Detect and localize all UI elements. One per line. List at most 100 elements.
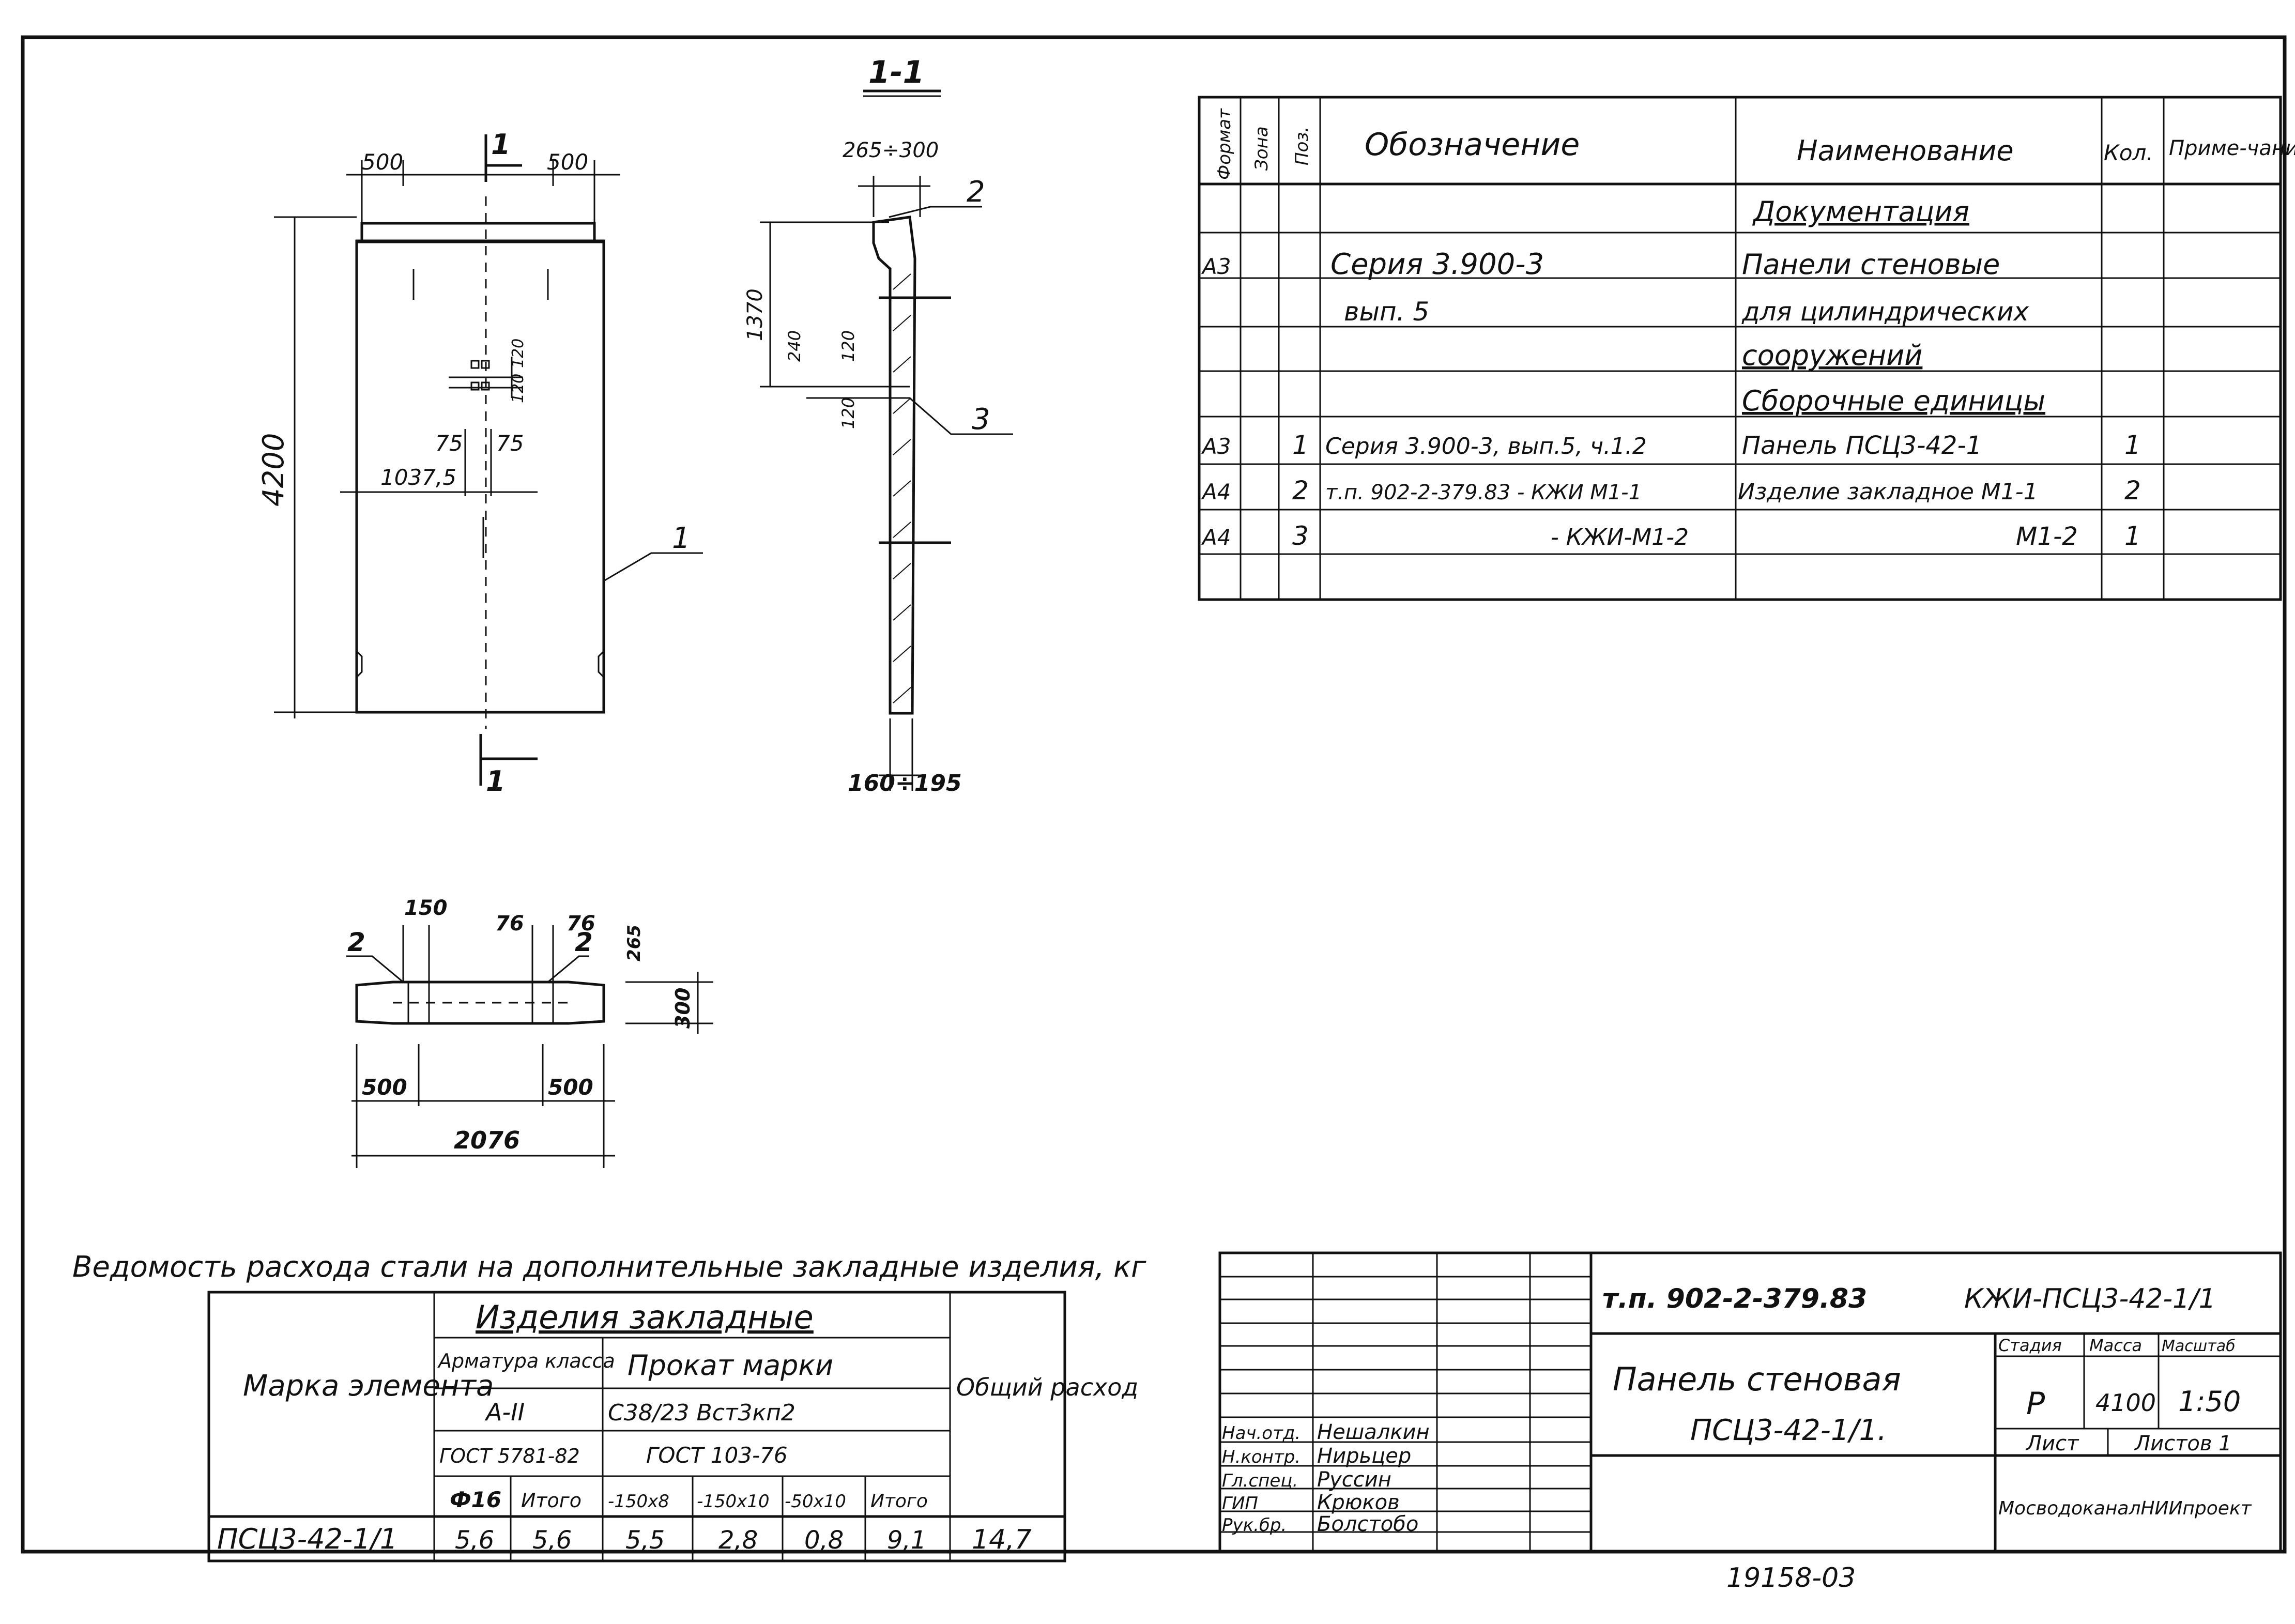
spec-row6-name: Изделие закладное М1-1 bbox=[1738, 479, 2038, 505]
steel-gost-arm: ГОСТ 5781-82 bbox=[439, 1445, 580, 1467]
hdr-mass: Масса bbox=[2089, 1336, 2142, 1355]
spec-row5-format: А3 bbox=[1201, 434, 1231, 459]
steel-sub-arm: Арматура класса bbox=[437, 1350, 615, 1372]
spec-row2-designation: вып. 5 bbox=[1344, 297, 1429, 327]
spec-row3-name: сооружений bbox=[1742, 339, 1922, 372]
dim-height: 4200 bbox=[257, 433, 290, 507]
plan-dim-300: 300 bbox=[671, 988, 694, 1029]
steel-row-v2: 5,5 bbox=[625, 1526, 665, 1555]
dim-75-left: 75 bbox=[435, 431, 463, 456]
spec-row6-qty: 2 bbox=[2124, 476, 2141, 505]
steel-table: Ведомость расхода стали на дополнительны… bbox=[72, 1250, 1146, 1562]
steel-row-total: 14,7 bbox=[972, 1524, 1032, 1555]
section-view: 1-1 265÷300 137 bbox=[743, 54, 1013, 796]
organization: МосводоканалНИИпроект bbox=[1998, 1498, 2252, 1519]
footer-number: 19158-03 bbox=[1726, 1562, 1856, 1594]
plan-dim-76b: 76 bbox=[567, 912, 595, 936]
plan-dim-76a: 76 bbox=[495, 912, 524, 936]
mass-value: 4100 bbox=[2095, 1389, 2156, 1417]
steel-gost-prokat: ГОСТ 103-76 bbox=[646, 1443, 788, 1468]
spec-row5-pos: 1 bbox=[1292, 430, 1309, 460]
spec-row2-name: для цилиндрических bbox=[1741, 297, 2029, 327]
spec-header-pos: Поз. bbox=[1292, 127, 1312, 165]
plan-dim-500a: 500 bbox=[362, 1075, 407, 1100]
spec-header-note: Приме-чание bbox=[2169, 136, 2295, 160]
sheet-frame bbox=[21, 35, 2287, 1554]
drawing-name-line2: ПСЦ3-42-1/1. bbox=[1690, 1414, 1887, 1447]
spec-row7-format: А4 bbox=[1201, 525, 1231, 550]
steel-sub-prokat: Прокат марки bbox=[628, 1349, 833, 1382]
spec-row0-name: Документация bbox=[1752, 195, 1969, 228]
steel-table-title: Ведомость расхода стали на дополнительны… bbox=[72, 1250, 1146, 1284]
spec-header-format: Формат bbox=[1214, 108, 1235, 180]
person-2-name: Руссин bbox=[1317, 1468, 1391, 1492]
steel-col-1: Итого bbox=[521, 1489, 582, 1512]
sheets-label: Листов 1 bbox=[2134, 1432, 2232, 1456]
section-dim-top: 265÷300 bbox=[843, 139, 939, 162]
section-arrow-label-top: 1 bbox=[491, 128, 511, 161]
section-dim-120: 120 bbox=[838, 330, 858, 362]
plan-leader-2b: 2 bbox=[575, 927, 593, 957]
steel-prokat-grade: С38/23 Вст3кп2 bbox=[608, 1400, 795, 1426]
steel-col-5: Итого bbox=[870, 1491, 928, 1512]
dim-75-right: 75 bbox=[496, 431, 524, 456]
spec-row7-designation: - КЖИ-М1-2 bbox=[1551, 524, 1689, 550]
spec-row1-name: Панели стеновые bbox=[1742, 248, 2000, 281]
steel-col-mark: Марка элемента bbox=[243, 1369, 494, 1403]
steel-group-header: Изделия закладные bbox=[476, 1298, 814, 1336]
steel-row-v5: 9,1 bbox=[887, 1526, 926, 1555]
steel-col-3: -150х10 bbox=[697, 1491, 770, 1512]
person-4-name: Болстобо bbox=[1317, 1512, 1418, 1536]
spec-row7-name: М1-2 bbox=[2016, 522, 2078, 551]
spec-header-zone: Зона bbox=[1251, 126, 1272, 171]
steel-row-v1: 5,6 bbox=[532, 1526, 572, 1555]
steel-row-v3: 2,8 bbox=[718, 1526, 758, 1555]
drawing-name-line1: Панель стеновая bbox=[1613, 1360, 1901, 1398]
steel-col-2: -150х8 bbox=[608, 1491, 669, 1512]
steel-row-v0: 5,6 bbox=[455, 1526, 494, 1555]
person-3-name: Крюков bbox=[1317, 1491, 1400, 1514]
person-0-name: Нешалкин bbox=[1317, 1420, 1430, 1444]
section-dim-bottom: 160÷195 bbox=[848, 770, 962, 796]
person-0-role: Нач.отд. bbox=[1222, 1423, 1300, 1444]
steel-arm-class: А-II bbox=[484, 1398, 525, 1426]
leader-1: 1 bbox=[672, 522, 691, 555]
front-view: 500 500 1 1 4200 1037,5 75 75 120 120 1 bbox=[257, 128, 703, 798]
section-mark: 1-1 bbox=[868, 54, 924, 90]
steel-col-0: Ф16 bbox=[450, 1487, 501, 1512]
section-leader-2: 2 bbox=[967, 175, 985, 209]
spec-table: Формат Зона Поз. Обозначение Наименовани… bbox=[1198, 96, 2295, 601]
spec-header-name: Наименование bbox=[1797, 134, 2014, 167]
spec-row5-qty: 1 bbox=[2124, 430, 2141, 460]
plan-view: 150 76 76 2 2 265 300 500 500 2076 bbox=[346, 896, 713, 1168]
person-2-role: Гл.спец. bbox=[1222, 1470, 1298, 1491]
spec-row5-designation: Серия 3.900-3, вып.5, ч.1.2 bbox=[1325, 433, 1647, 459]
steel-col-total: Общий расход bbox=[956, 1373, 1138, 1401]
steel-row-mark: ПСЦ3-42-1/1 bbox=[217, 1523, 397, 1555]
person-1-name: Нирьцер bbox=[1317, 1444, 1411, 1468]
person-1-role: Н.контр. bbox=[1222, 1447, 1300, 1467]
section-dim-240: 240 bbox=[785, 330, 804, 362]
steel-row-v4: 0,8 bbox=[804, 1526, 844, 1555]
hdr-scale: Масштаб bbox=[2162, 1337, 2236, 1355]
title-block: Нач.отд. Нешалкин Н.контр. Нирьцер Гл.сп… bbox=[1218, 1251, 2282, 1553]
plan-dim-265: 265 bbox=[624, 925, 645, 961]
dim-offset: 1037,5 bbox=[380, 465, 456, 490]
spec-row7-pos: 3 bbox=[1292, 521, 1309, 551]
stage-value: Р bbox=[2026, 1386, 2045, 1422]
spec-row4-name: Сборочные единицы bbox=[1742, 385, 2045, 417]
spec-header-qty: Кол. bbox=[2104, 140, 2153, 165]
dim-120-b: 120 bbox=[509, 374, 527, 403]
person-3-role: ГИП bbox=[1222, 1493, 1258, 1514]
hdr-stage: Стадия bbox=[1998, 1336, 2062, 1355]
scale-value: 1:50 bbox=[2178, 1385, 2241, 1418]
steel-col-4: -50х10 bbox=[785, 1491, 846, 1512]
section-leader-3: 3 bbox=[972, 403, 990, 436]
person-4-role: Рук.бр. bbox=[1222, 1515, 1287, 1536]
spec-row6-pos: 2 bbox=[1292, 476, 1309, 505]
section-dim-120b: 120 bbox=[838, 397, 858, 429]
plan-dim-150: 150 bbox=[404, 896, 448, 920]
spec-header-designation: Обозначение bbox=[1365, 127, 1580, 163]
spec-row6-format: А4 bbox=[1201, 479, 1231, 504]
